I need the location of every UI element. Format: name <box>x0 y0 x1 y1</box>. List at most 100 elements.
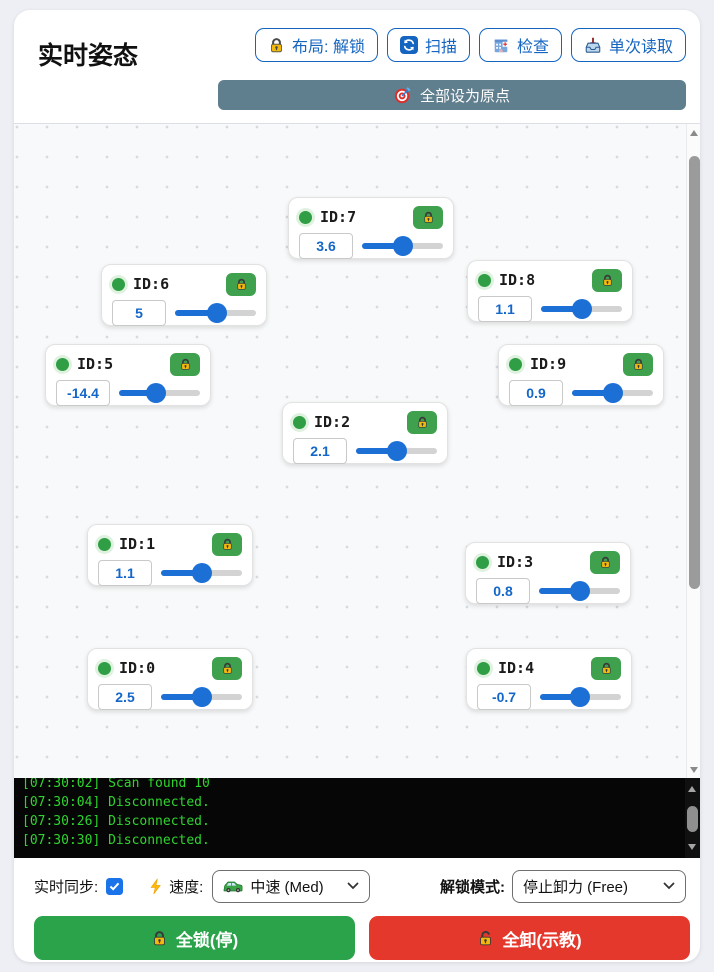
servo-slider[interactable] <box>572 382 653 404</box>
log-line: [07:30:04] Disconnected. <box>22 795 210 810</box>
servo-slider[interactable] <box>362 235 443 257</box>
servo-value-input[interactable] <box>299 233 353 259</box>
scroll-up-icon[interactable] <box>690 130 698 136</box>
servo-card[interactable]: ID:1 <box>87 524 253 586</box>
servo-id-label: ID:8 <box>499 271 536 289</box>
slider-thumb[interactable] <box>386 441 407 461</box>
release-all-button[interactable]: 全卸(示教) <box>369 916 690 960</box>
unlock-icon <box>477 930 494 947</box>
status-green-dot <box>56 357 69 371</box>
lock-icon <box>151 930 168 947</box>
status-green-dot <box>299 210 312 224</box>
servo-lock-button[interactable] <box>591 656 621 680</box>
servo-value-input[interactable] <box>476 578 530 604</box>
servo-card[interactable]: ID:2 <box>282 402 448 464</box>
servo-id-label: ID:7 <box>320 208 357 226</box>
log-line: [07:30:30] Disconnected. <box>22 833 210 848</box>
servo-lock-button[interactable] <box>170 352 200 376</box>
slider-thumb[interactable] <box>192 687 213 707</box>
servo-slider[interactable] <box>540 686 621 708</box>
page-title: 实时姿态 <box>38 42 139 70</box>
slider-thumb[interactable] <box>602 383 623 403</box>
controls-bar: 实时同步: 速度: 中速 (Med) 解锁模式: 停止卸力 (Free) <box>14 860 700 912</box>
lock-all-button[interactable]: 全锁(停) <box>34 916 355 960</box>
servo-slider[interactable] <box>356 440 437 462</box>
slider-thumb[interactable] <box>571 299 592 319</box>
servo-value-input[interactable] <box>112 300 166 326</box>
servo-id-label: ID:3 <box>497 553 534 571</box>
scroll-down-icon[interactable] <box>690 767 698 773</box>
servo-card[interactable]: ID:9 <box>498 344 664 406</box>
servo-lock-button[interactable] <box>413 205 443 229</box>
servo-card[interactable]: ID:8 <box>467 260 633 322</box>
slider-thumb[interactable] <box>570 687 591 707</box>
single-read-button[interactable]: 单次读取 <box>570 28 686 62</box>
target-dart-icon <box>394 86 412 104</box>
status-green-dot <box>112 277 125 291</box>
log-line: [07:30:02] Scan found 10 <box>22 778 210 791</box>
slider-thumb[interactable] <box>191 563 212 583</box>
servo-slider[interactable] <box>119 382 200 404</box>
servo-card[interactable]: ID:6 <box>101 264 267 326</box>
realtime-sync-checkbox[interactable] <box>106 877 124 895</box>
set-all-origin-button[interactable]: 全部设为原点 <box>218 80 686 110</box>
slider-fill <box>175 310 217 316</box>
slider-fill <box>161 570 202 576</box>
slider-thumb[interactable] <box>569 581 590 601</box>
slider-fill <box>540 694 581 700</box>
servo-card-body <box>98 684 242 710</box>
servo-value-input[interactable] <box>98 560 152 586</box>
servo-value-input[interactable] <box>509 380 563 406</box>
servo-value-input[interactable] <box>477 684 531 710</box>
servo-card[interactable]: ID:5 <box>45 344 211 406</box>
servo-lock-button[interactable] <box>407 410 437 434</box>
servo-lock-button[interactable] <box>212 656 242 680</box>
refresh-icon <box>399 36 418 54</box>
canvas-scrollbar-thumb[interactable] <box>688 156 700 589</box>
slider-fill <box>541 306 582 312</box>
servo-card-header: ID:2 <box>293 410 437 434</box>
servo-slider[interactable] <box>539 580 620 602</box>
console-scroll-up-icon[interactable] <box>688 786 696 792</box>
servo-value-input[interactable] <box>478 296 532 322</box>
servo-value-input[interactable] <box>98 684 152 710</box>
servo-value-input[interactable] <box>56 380 110 406</box>
servo-slider[interactable] <box>161 686 242 708</box>
servo-lock-button[interactable] <box>592 268 622 292</box>
status-green-dot <box>509 357 522 371</box>
status-green-dot <box>98 661 111 675</box>
single-read-label: 单次读取 <box>608 39 673 56</box>
scan-button[interactable]: 扫描 <box>386 28 470 62</box>
console-scroll-down-icon[interactable] <box>688 844 696 850</box>
servo-slider[interactable] <box>541 298 622 320</box>
slider-thumb[interactable] <box>206 303 227 323</box>
log-line: [07:30:26] Disconnected. <box>22 814 210 829</box>
servo-card[interactable]: ID:3 <box>465 542 631 604</box>
servo-card-header: ID:3 <box>476 550 620 574</box>
servo-card-body <box>112 300 256 326</box>
slider-thumb[interactable] <box>393 236 414 256</box>
servo-slider[interactable] <box>161 562 242 584</box>
servo-card-header: ID:4 <box>477 656 621 680</box>
green-suv-icon <box>223 880 243 893</box>
canvas-scrollbar[interactable] <box>686 124 700 779</box>
layout-lock-button[interactable]: 布局: 解锁 <box>255 28 378 62</box>
servo-card[interactable]: ID:4 <box>466 648 632 710</box>
realtime-sync-label: 实时同步: <box>34 878 99 896</box>
servo-lock-button[interactable] <box>623 352 653 376</box>
speed-select[interactable]: 中速 (Med) <box>212 869 371 903</box>
servo-slider[interactable] <box>175 302 256 324</box>
console-scrollbar-thumb[interactable] <box>687 806 698 832</box>
servo-lock-button[interactable] <box>212 532 242 556</box>
unlock-mode-select[interactable]: 停止卸力 (Free) <box>512 869 686 903</box>
check-button[interactable]: 检查 <box>478 28 562 62</box>
console-scrollbar[interactable] <box>685 778 700 858</box>
servo-lock-button[interactable] <box>226 272 256 296</box>
hospital-icon <box>492 36 510 54</box>
servo-card[interactable]: ID:7 <box>288 197 454 259</box>
servo-card-header: ID:8 <box>478 268 622 292</box>
slider-thumb[interactable] <box>146 383 167 403</box>
servo-card[interactable]: ID:0 <box>87 648 253 710</box>
servo-lock-button[interactable] <box>590 550 620 574</box>
servo-value-input[interactable] <box>293 438 347 464</box>
